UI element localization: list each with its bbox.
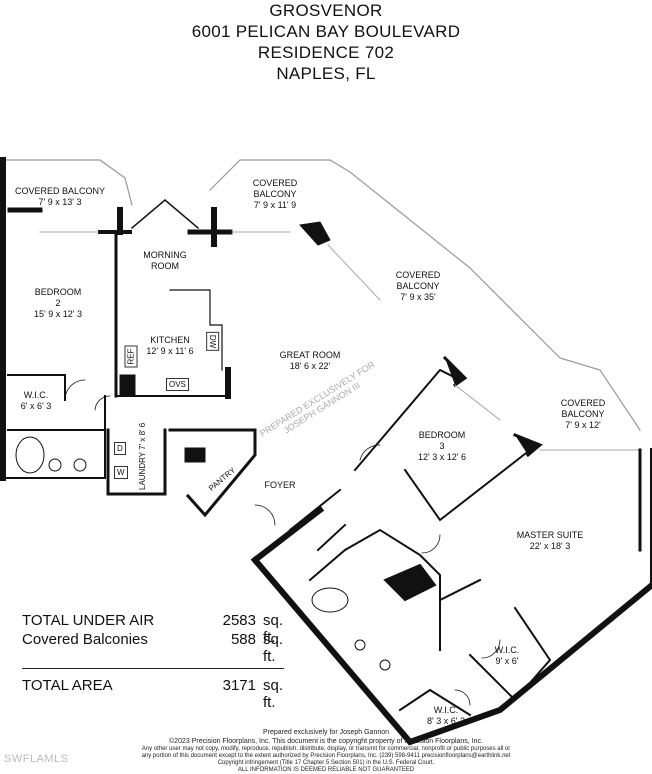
morning-room-label: MORNING ROOM (143, 250, 187, 271)
balcony-mid-railing (209, 159, 641, 431)
building-name: GROSVENOR (269, 1, 383, 20)
legal-line-4: any portion of this document except to t… (141, 753, 511, 759)
bath-left-tub (15, 436, 45, 474)
wic-master-label: W.I.C. 9' x 6' (494, 645, 520, 666)
plan-header: GROSVENOR 6001 PELICAN BAY BOULEVARD RES… (0, 0, 652, 84)
kitchen-label: KITCHEN 12' 9 x 11' 6 (146, 335, 194, 356)
balcony-great-label: COVERED BALCONY 7' 9 x 35' (395, 270, 441, 302)
washer-label: W (114, 466, 128, 479)
wic-left-label: W.I.C. 6' x 6' 3 (20, 390, 52, 411)
balcony-mid-label: COVERED BALCONY 7' 9 x 11' 9 (252, 178, 298, 210)
balcony-right-label: COVERED BALCONY 7' 9 x 12' (560, 398, 606, 430)
bedroom3-label: BEDROOM 3 12' 3 x 12' 6 (418, 430, 466, 462)
residence-number: RESIDENCE 702 (257, 43, 395, 62)
city-state: NAPLES, FL (276, 64, 376, 83)
dryer-label: D (114, 442, 126, 455)
prepared-for-text: Prepared exclusively for Joseph Gannon (262, 729, 390, 736)
laundry-label: LAUNDRY 7' x 8' 6 (138, 422, 147, 490)
covered-balconies-row: Covered Balconies 588 sq. ft. (22, 631, 284, 665)
oven-label: OVS (166, 378, 189, 391)
balcony-left-railing (2, 159, 133, 206)
wic-bottom-label: W.I.C. 8' 3 x 6' 3 (427, 705, 465, 726)
dishwasher-label: DW (206, 331, 220, 352)
total-area-row: TOTAL AREA 3171 sq. ft. (22, 677, 284, 711)
total-under-air-row: TOTAL UNDER AIR 2583 sq. ft. (22, 612, 284, 646)
legal-line-6: ALL INFORMATION IS DEEMED RELIABLE NOT G… (237, 767, 415, 773)
area-totals: TOTAL UNDER AIR 2583 sq. ft. Covered Bal… (22, 612, 284, 711)
balcony-left-label: COVERED BALCONY 7' 9 x 13' 3 (14, 186, 106, 207)
morning-room-bay (130, 199, 200, 230)
totals-divider (22, 668, 284, 669)
legal-line-5: Copyright infringement (Title 17 Chapter… (217, 760, 435, 766)
copyright-footer: Prepared exclusively for Joseph Gannon ©… (0, 728, 652, 774)
foyer-label: FOYER (264, 480, 296, 490)
refrigerator-label: REF (124, 345, 138, 368)
master-suite-label: MASTER SUITE 22' x 18' 3 (516, 530, 584, 551)
laundry-walls (106, 428, 167, 496)
master-tub (311, 587, 349, 613)
great-room-label: GREAT ROOM 18' 6 x 22' (279, 350, 341, 371)
copyright-text: ©2023 Precision Floorplans, Inc. This do… (169, 738, 483, 745)
exterior-wall-lower (250, 555, 652, 746)
pantry-walls (168, 428, 257, 518)
bedroom2-label: BEDROOM 2 15' 9 x 12' 3 (34, 287, 82, 319)
street-address: 6001 PELICAN BAY BOULEVARD (191, 22, 461, 41)
legal-line-3: Any other user may not copy, modify, rep… (141, 746, 511, 752)
site-watermark: SWFLAMLS (4, 753, 69, 765)
